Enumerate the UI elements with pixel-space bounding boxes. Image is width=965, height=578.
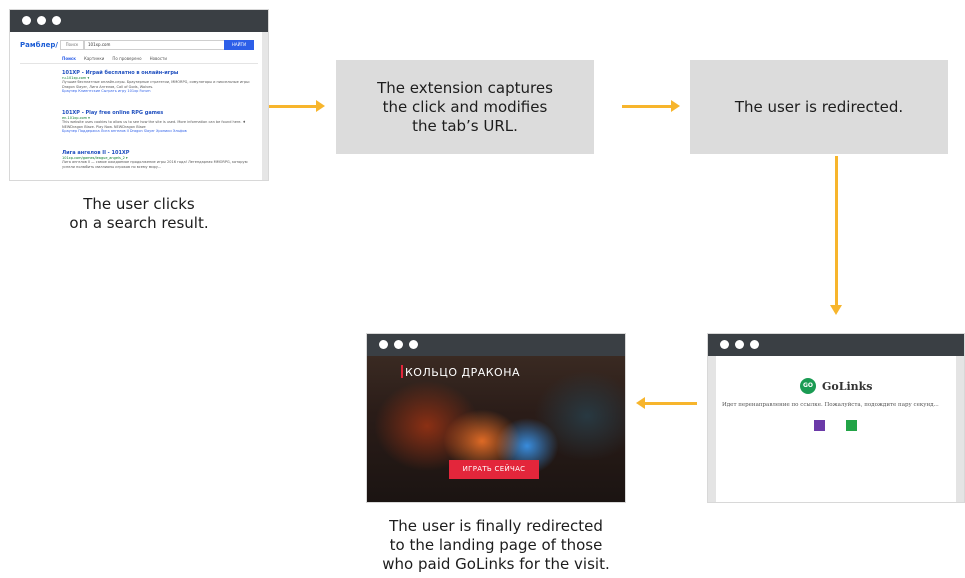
page-margin <box>956 356 964 502</box>
window-dot-icon <box>720 340 729 349</box>
caption-line: to the landing page of those <box>389 536 603 554</box>
golinks-star-icon: GO <box>800 378 816 394</box>
arrow-2-head-icon <box>671 100 680 112</box>
redirect-box: The user is redirected. <box>690 60 948 154</box>
arrow-1-line <box>269 105 316 108</box>
arrow-2-line <box>622 105 671 108</box>
result-description: Лига ангелов II — самое ожидаемое продол… <box>62 160 248 169</box>
window-dot-icon <box>735 340 744 349</box>
arrow-4-line <box>645 402 697 405</box>
search-result: 101XP - Play free online RPG games en.10… <box>62 110 252 133</box>
search-results-window: Рамблер/ Поиск 101xp.com НАЙТИ Поиск Кар… <box>10 10 268 180</box>
window-dot-icon <box>52 16 61 25</box>
arrow-4-head-icon <box>636 397 645 409</box>
result-description: This website uses cookies to allow us to… <box>62 120 246 129</box>
scrollbar[interactable] <box>262 32 268 180</box>
step1-caption: The user clicks on a search result. <box>10 195 268 233</box>
title-accent <box>401 365 403 378</box>
arrow-3-head-icon <box>830 305 842 315</box>
result-title[interactable]: 101XP - Играй бесплатно в онлайн-игры <box>62 70 179 76</box>
divider <box>20 63 258 64</box>
window-dot-icon <box>409 340 418 349</box>
box-line: The user is redirected. <box>734 97 904 116</box>
search-nav: Поиск Картинки По проверено Новости <box>62 56 167 61</box>
box-line: The extension captures <box>377 78 553 97</box>
result-description: Лучшие бесплатные онлайн-игры. Браузерны… <box>62 80 251 89</box>
find-button[interactable]: НАЙТИ <box>224 40 254 50</box>
search-tab-button[interactable]: Поиск <box>60 40 84 50</box>
window-dot-icon <box>22 16 31 25</box>
nav-item[interactable]: Поиск <box>62 56 76 61</box>
loading-square-green <box>846 420 857 431</box>
play-now-button[interactable]: ИГРАТЬ СЕЙЧАС <box>449 460 539 479</box>
landing-page-window: КОЛЬЦО ДРАКОНА ИГРАТЬ СЕЙЧАС <box>367 334 625 502</box>
game-title: КОЛЬЦО ДРАКОНА <box>405 366 520 379</box>
arrow-3-line <box>835 156 838 306</box>
arrow-1-head-icon <box>316 100 325 112</box>
result-url[interactable]: ru.101xp.com ▾ <box>62 76 90 80</box>
caption-line: on a search result. <box>69 214 209 232</box>
result-url[interactable]: en.101xp.com ▾ <box>62 116 90 120</box>
golinks-brand: GoLinks <box>822 379 873 393</box>
loading-square-purple <box>814 420 825 431</box>
window-title-bar <box>10 10 268 32</box>
final-caption: The user is finally redirected to the la… <box>346 517 646 574</box>
result-title[interactable]: Лига ангелов II - 101XP <box>62 150 130 156</box>
search-page: Рамблер/ Поиск 101xp.com НАЙТИ Поиск Кар… <box>10 32 268 180</box>
dragon-artwork: КОЛЬЦО ДРАКОНА ИГРАТЬ СЕЙЧАС <box>367 356 625 502</box>
window-dot-icon <box>37 16 46 25</box>
result-title[interactable]: 101XP - Play free online RPG games <box>62 110 164 116</box>
nav-item[interactable]: Новости <box>149 56 167 61</box>
nav-item[interactable]: Картинки <box>83 56 105 61</box>
result-sitelinks[interactable]: Браузер Клиентские Сыграть игру 101xp Fo… <box>62 89 151 93</box>
golinks-page <box>708 356 964 502</box>
window-title-bar <box>367 334 625 356</box>
redirect-message: Идет перенаправление по ссылке. Пожалуйс… <box>722 402 939 408</box>
window-title-bar <box>708 334 964 356</box>
result-sitelinks[interactable]: Браузер Поддержка Лига ангелов II Dragon… <box>62 129 187 133</box>
rambler-logo: Рамблер/ <box>20 41 58 49</box>
window-dot-icon <box>750 340 759 349</box>
nav-item[interactable]: По проверено <box>112 56 142 61</box>
caption-line: The user is finally redirected <box>389 517 603 535</box>
box-line: the click and modifies <box>382 97 548 116</box>
box-line: the tab’s URL. <box>412 116 518 135</box>
search-result: Лига ангелов II - 101XP 101xp.com/games/… <box>62 150 252 169</box>
golinks-window: GO GoLinks Идет перенаправление по ссылк… <box>708 334 964 502</box>
result-url[interactable]: 101xp.com/games/league_angels_2 ▾ <box>62 156 128 160</box>
window-dot-icon <box>394 340 403 349</box>
page-margin <box>708 356 716 502</box>
search-result: 101XP - Играй бесплатно в онлайн-игры ru… <box>62 70 252 93</box>
caption-line: who paid GoLinks for the visit. <box>382 555 610 573</box>
search-input[interactable]: 101xp.com <box>84 40 239 50</box>
caption-line: The user clicks <box>83 195 195 213</box>
window-dot-icon <box>379 340 388 349</box>
golinks-logo: GO GoLinks <box>800 378 872 394</box>
capture-box: The extension captures the click and mod… <box>336 60 594 154</box>
